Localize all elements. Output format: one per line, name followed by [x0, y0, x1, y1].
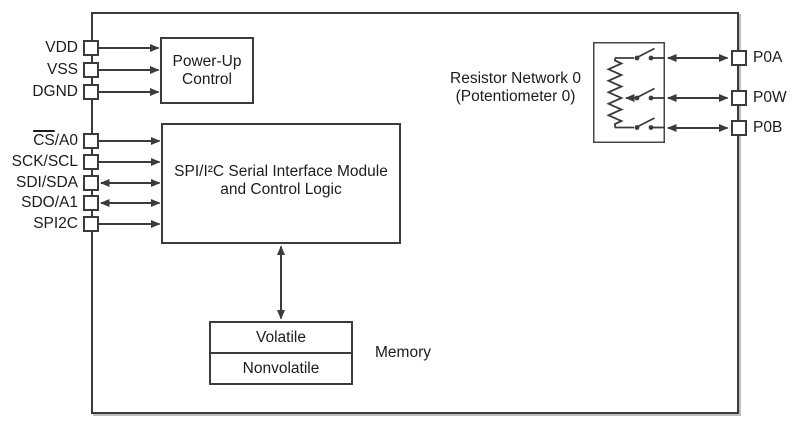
pin-p0w [731, 90, 747, 106]
pin-label-vss-text: VSS [46, 61, 78, 78]
pin-spi2c [83, 216, 99, 232]
resistor-network-line2: (Potentiometer 0) [455, 87, 576, 105]
pin-label-sdo-a1-text: SDO/A1 [21, 194, 78, 211]
pin-label-vdd: VDD [0, 40, 78, 56]
pin-label-sdo-a1: SDO/A1 [0, 195, 78, 211]
pin-cs-a0 [83, 133, 99, 149]
memory-label: Memory [375, 344, 431, 361]
pin-label-p0b: P0B [753, 119, 783, 136]
serial-interface-line1: SPI/I²C Serial Interface Module [174, 163, 388, 180]
memory-cell-volatile-label: Volatile [256, 328, 306, 346]
power-up-control-line1: Power-Up [172, 53, 242, 70]
pin-dgnd [83, 84, 99, 100]
pin-vdd [83, 40, 99, 56]
pin-label-cs-a0-text: /A0 [54, 132, 78, 149]
power-up-control-block: Power-Up Control [160, 37, 254, 104]
pin-label-vss: VSS [0, 62, 78, 78]
pin-label-p0a: P0A [753, 49, 783, 66]
resistor-network-label: Resistor Network 0 (Potentiometer 0) [428, 70, 603, 105]
resistor-network-line1: Resistor Network 0 [450, 70, 581, 87]
pin-label-spi2c-text: SPI2C [33, 215, 78, 232]
pin-label-sck-scl: SCK/SCL [0, 154, 78, 170]
pin-label-sdi-sda: SDI/SDA [0, 175, 78, 191]
pin-p0a [731, 50, 747, 66]
pin-sdi-sda [83, 175, 99, 191]
pin-label-p0w: P0W [753, 89, 787, 106]
pin-vss [83, 62, 99, 78]
memory-cell-volatile: Volatile [211, 323, 351, 354]
pin-label-spi2c: SPI2C [0, 216, 78, 232]
pin-label-dgnd: DGND [0, 84, 78, 100]
pin-label-cs-a0: CS/A0 [0, 133, 78, 149]
pin-label-sdi-sda-text: SDI/SDA [15, 174, 78, 191]
pin-label-vdd-text: VDD [45, 39, 78, 56]
serial-interface-line2: and Control Logic [220, 180, 342, 198]
memory-block: Volatile Nonvolatile [209, 321, 353, 385]
pin-p0b [731, 120, 747, 136]
pin-label-sck-scl-text: SCK/SCL [11, 153, 78, 170]
memory-cell-nonvolatile-label: Nonvolatile [242, 359, 320, 377]
pin-label-dgnd-text: DGND [32, 83, 78, 100]
chip-outline [91, 12, 739, 414]
serial-interface-block: SPI/I²C Serial Interface Module and Cont… [161, 123, 401, 244]
memory-cell-nonvolatile: Nonvolatile [211, 354, 351, 383]
power-up-control-line2: Control [182, 70, 232, 88]
pin-sck-scl [83, 154, 99, 170]
pin-sdo-a1 [83, 195, 99, 211]
pin-label-cs-a0-overline: CS [33, 132, 55, 149]
